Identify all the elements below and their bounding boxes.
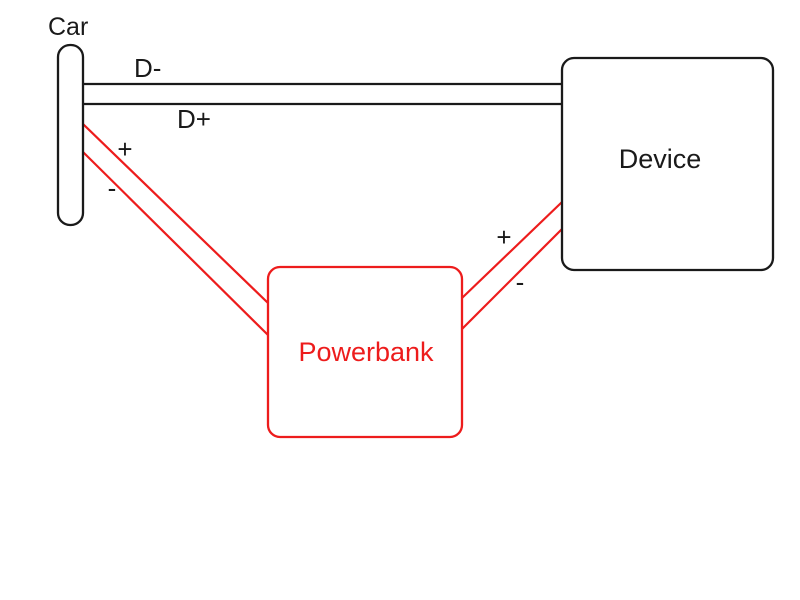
wire-label-data-minus: D- <box>134 53 161 83</box>
powerbank-node <box>266 265 464 439</box>
powerbank-node-label: Powerbank <box>298 337 434 367</box>
car-node-label: Car <box>48 13 88 41</box>
wire-label-powerbank-device-plus: + <box>496 222 511 252</box>
wire-label-car-powerbank-minus: - <box>108 173 117 203</box>
device-node <box>560 56 775 272</box>
wire-powerbank-device-negative <box>461 228 563 330</box>
wire-label-data-plus: D+ <box>177 104 211 134</box>
wire-car-powerbank-positive <box>82 123 269 304</box>
wire-powerbank-device-positive <box>461 201 563 299</box>
wire-label-car-powerbank-plus: + <box>117 134 132 164</box>
wire-label-powerbank-device-minus: - <box>516 267 525 297</box>
device-node-label: Device <box>619 144 702 174</box>
car-node <box>56 43 85 227</box>
wire-car-powerbank-negative <box>82 151 269 336</box>
